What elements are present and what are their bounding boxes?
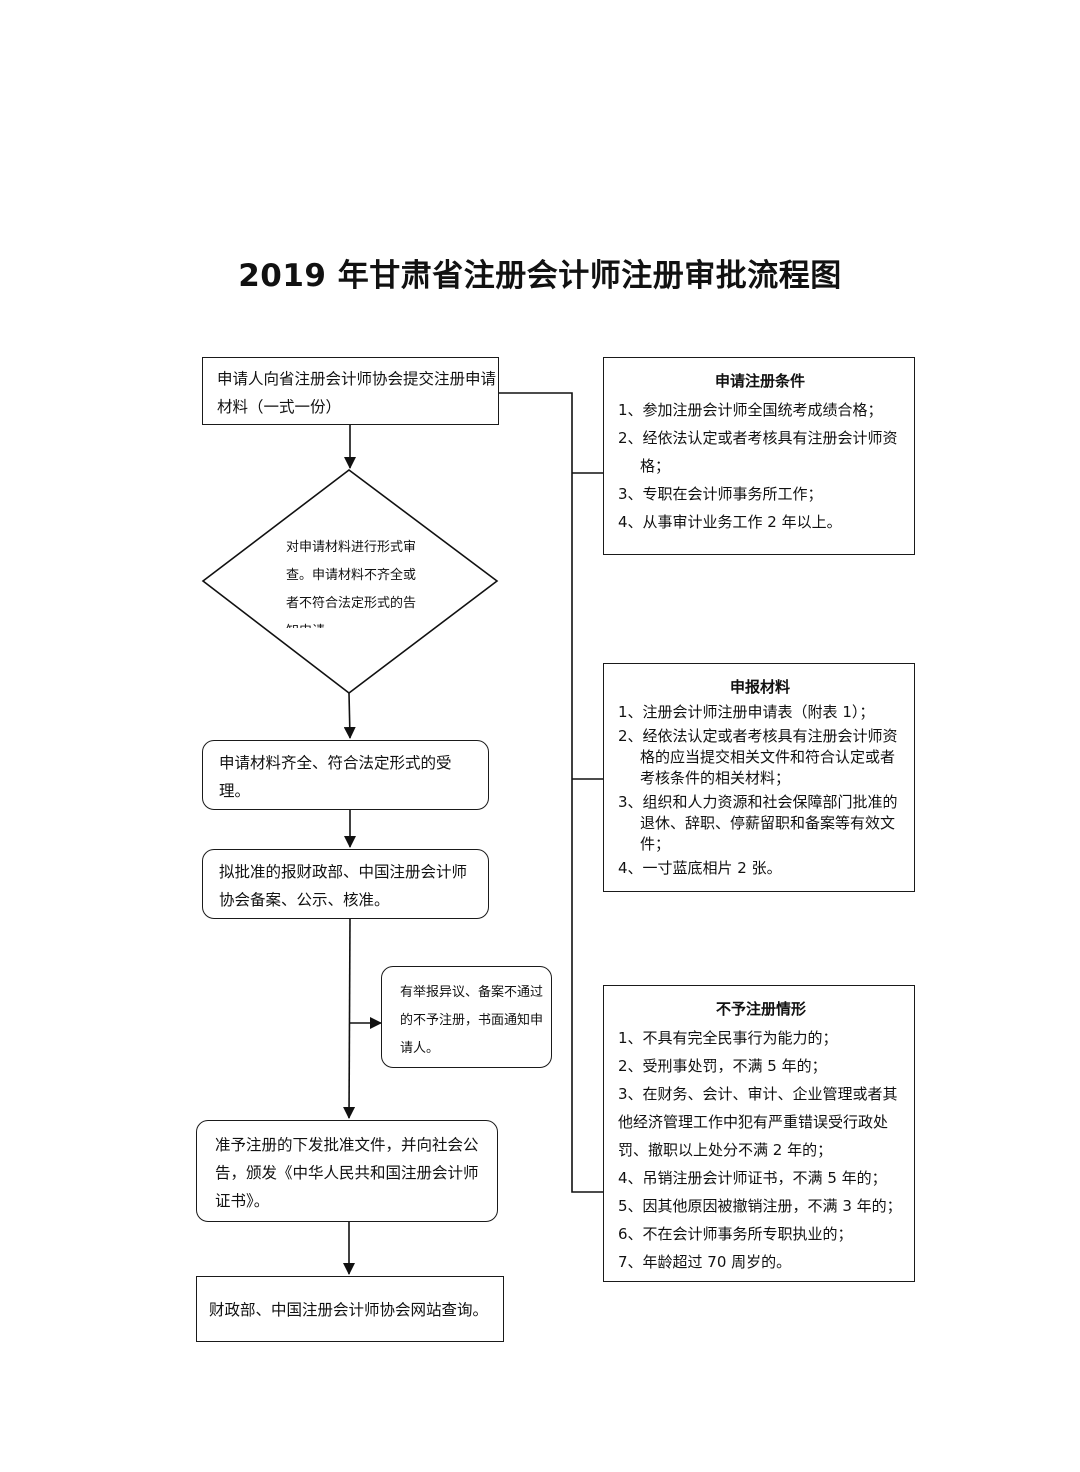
refusal-box: 不予注册情形 1、不具有完全民事行为能力的； 2、受刑事处罚，不满 5 年的； …: [603, 985, 915, 1282]
accept-text: 申请材料齐全、符合法定形式的受理。: [219, 754, 452, 800]
materials-box: 申报材料 1、注册会计师注册申请表（附表 1）； 2、经依法认定或者考核具有注册…: [603, 663, 915, 892]
conditions-item: 4、从事审计业务工作 2 年以上。: [618, 513, 842, 531]
query-box: 财政部、中国注册会计师协会网站查询。: [196, 1276, 504, 1342]
materials-item: 3、组织和人力资源和社会保障部门批准的退休、辞职、停薪留职和备案等有效文件；: [618, 793, 898, 853]
report-box: 拟批准的报财政部、中国注册会计师协会备案、公示、核准。: [202, 849, 489, 919]
review-text: 对申请材料进行形式审查。申请材料不齐全或者不符合法定形式的告知申请: [286, 540, 417, 628]
conditions-item: 1、参加注册会计师全国统考成绩合格；: [618, 401, 883, 419]
approve-text: 准予注册的下发批准文件，并向社会公告，颁发《中华人民共和国注册会计师证书》。: [215, 1136, 479, 1210]
report-text: 拟批准的报财政部、中国注册会计师协会备案、公示、核准。: [219, 863, 468, 909]
refusal-item: 4、吊销注册会计师证书，不满 5 年的；: [618, 1169, 887, 1187]
submit-text: 申请人向省注册会计师协会提交注册申请材料（一式一份）: [217, 370, 497, 416]
refusal-item: 3、在财务、会计、审计、企业管理或者其他经济管理工作中犯有严重错误受行政处罚、撤…: [618, 1085, 898, 1159]
submit-box: 申请人向省注册会计师协会提交注册申请材料（一式一份）: [202, 357, 499, 425]
objection-box: 有举报异议、备案不通过的不予注册，书面通知申请人。: [381, 966, 552, 1068]
page-title: 2019 年甘肃省注册会计师注册审批流程图: [238, 258, 842, 294]
refusal-item: 2、受刑事处罚，不满 5 年的；: [618, 1057, 827, 1075]
arrow-report-to-approve: [343, 918, 356, 1119]
arrow-review-to-accept: [343, 692, 356, 739]
refusal-item: 1、不具有完全民事行为能力的；: [618, 1029, 838, 1047]
refusal-title: 不予注册情形: [715, 1000, 806, 1018]
conditions-item: 2、经依法认定或者考核具有注册会计师资格；: [618, 429, 898, 475]
materials-item: 4、一寸蓝底相片 2 张。: [618, 859, 782, 877]
conditions-item: 3、专职在会计师事务所工作；: [618, 485, 823, 503]
query-text: 财政部、中国注册会计师协会网站查询。: [209, 1301, 489, 1319]
refusal-item: 7、年龄超过 70 周岁的。: [618, 1253, 792, 1271]
materials-title: 申报材料: [729, 678, 790, 696]
refusal-item: 6、不在会计师事务所专职执业的；: [618, 1225, 853, 1243]
conditions-title: 申请注册条件: [714, 372, 805, 390]
materials-item: 1、注册会计师注册申请表（附表 1）；: [618, 703, 875, 721]
materials-item: 2、经依法认定或者考核具有注册会计师资格的应当提交相关文件和符合认定或者考核条件…: [618, 727, 898, 787]
connector-bracket: [498, 392, 603, 1193]
objection-text: 有举报异议、备案不通过的不予注册，书面通知申请人。: [400, 985, 544, 1056]
approve-box: 准予注册的下发批准文件，并向社会公告，颁发《中华人民共和国注册会计师证书》。: [196, 1120, 498, 1222]
conditions-box: 申请注册条件 1、参加注册会计师全国统考成绩合格； 2、经依法认定或者考核具有注…: [603, 357, 915, 555]
refusal-item: 5、因其他原因被撤销注册，不满 3 年的；: [618, 1197, 902, 1215]
accept-box: 申请材料齐全、符合法定形式的受理。: [202, 740, 489, 810]
